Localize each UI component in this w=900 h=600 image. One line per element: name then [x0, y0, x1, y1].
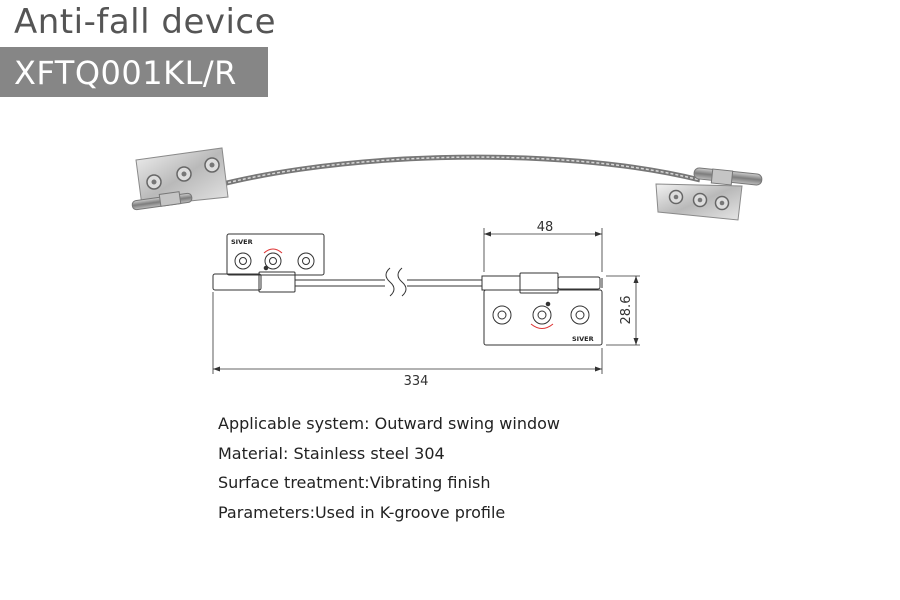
technical-drawing: [212, 228, 640, 374]
product-title: Anti-fall device: [14, 2, 277, 42]
spec-parameters: Parameters:Used in K-groove profile: [218, 502, 506, 522]
left-bracket-outline: [226, 233, 325, 276]
dimension-length-label: 334: [404, 374, 429, 389]
left-ferrule: [258, 271, 296, 293]
right-ferrule: [481, 275, 521, 291]
model-number: XFTQ001KL/R: [14, 54, 237, 92]
spec-material: Material: Stainless steel 304: [218, 443, 445, 463]
brand-mark-right: SIVER: [572, 335, 594, 343]
product-photo: [131, 147, 763, 221]
right-bracket-photo: [655, 167, 763, 221]
dimension-width-label: 48: [537, 220, 554, 235]
model-badge: XFTQ001KL/R: [0, 47, 268, 97]
right-bracket-outline: [483, 289, 603, 346]
spec-surface-treatment: Surface treatment:Vibrating finish: [218, 473, 491, 492]
dimension-height-label: 28.6: [619, 296, 634, 325]
left-bracket-photo: [131, 147, 229, 211]
spec-applicable-system: Applicable system: Outward swing window: [218, 414, 560, 433]
spec-list: Applicable system: Outward swing window …: [218, 409, 560, 527]
brand-mark-left: SIVER: [231, 238, 253, 246]
